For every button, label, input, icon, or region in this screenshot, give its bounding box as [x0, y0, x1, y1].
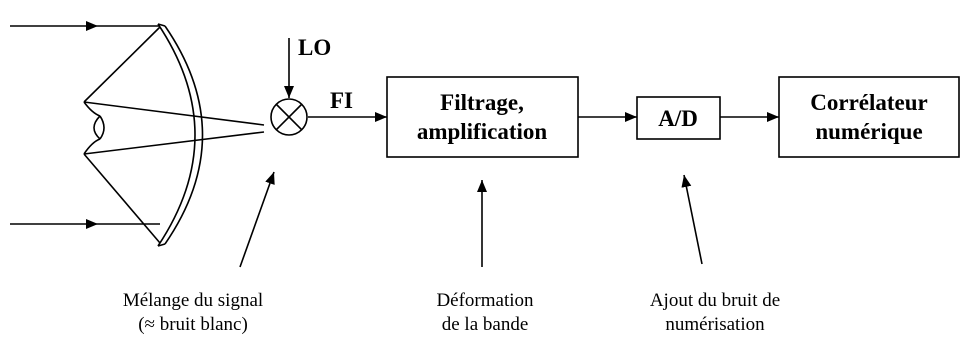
lo-label: LO [298, 35, 331, 60]
fi-label: FI [330, 88, 353, 113]
dish-antenna-icon [83, 23, 265, 247]
quantization-caption-line1: Ajout du bruit de [650, 290, 780, 311]
correlator-block [778, 76, 960, 158]
mixer-icon [270, 98, 308, 136]
mixing-caption-line1: Mélange du signal [123, 290, 263, 311]
mixing-caption-line2: (≈ bruit blanc) [138, 314, 248, 335]
ad-label: A/D [658, 106, 698, 131]
correlator-label-line2: numérique [815, 119, 922, 144]
quantization-caption-line2: numérisation [665, 314, 765, 335]
correlator-label-line1: Corrélateur [810, 90, 928, 115]
quantization-annotation-arrow [681, 174, 703, 265]
filter-label-line2: amplification [417, 119, 548, 144]
filter-block [386, 76, 579, 158]
ad-block [636, 96, 721, 140]
mixing-annotation-arrow [239, 171, 275, 268]
deformation-caption-line1: Déformation [436, 290, 534, 311]
deformation-caption-line2: de la bande [442, 314, 529, 335]
filter-label-line1: Filtrage, [440, 90, 524, 115]
